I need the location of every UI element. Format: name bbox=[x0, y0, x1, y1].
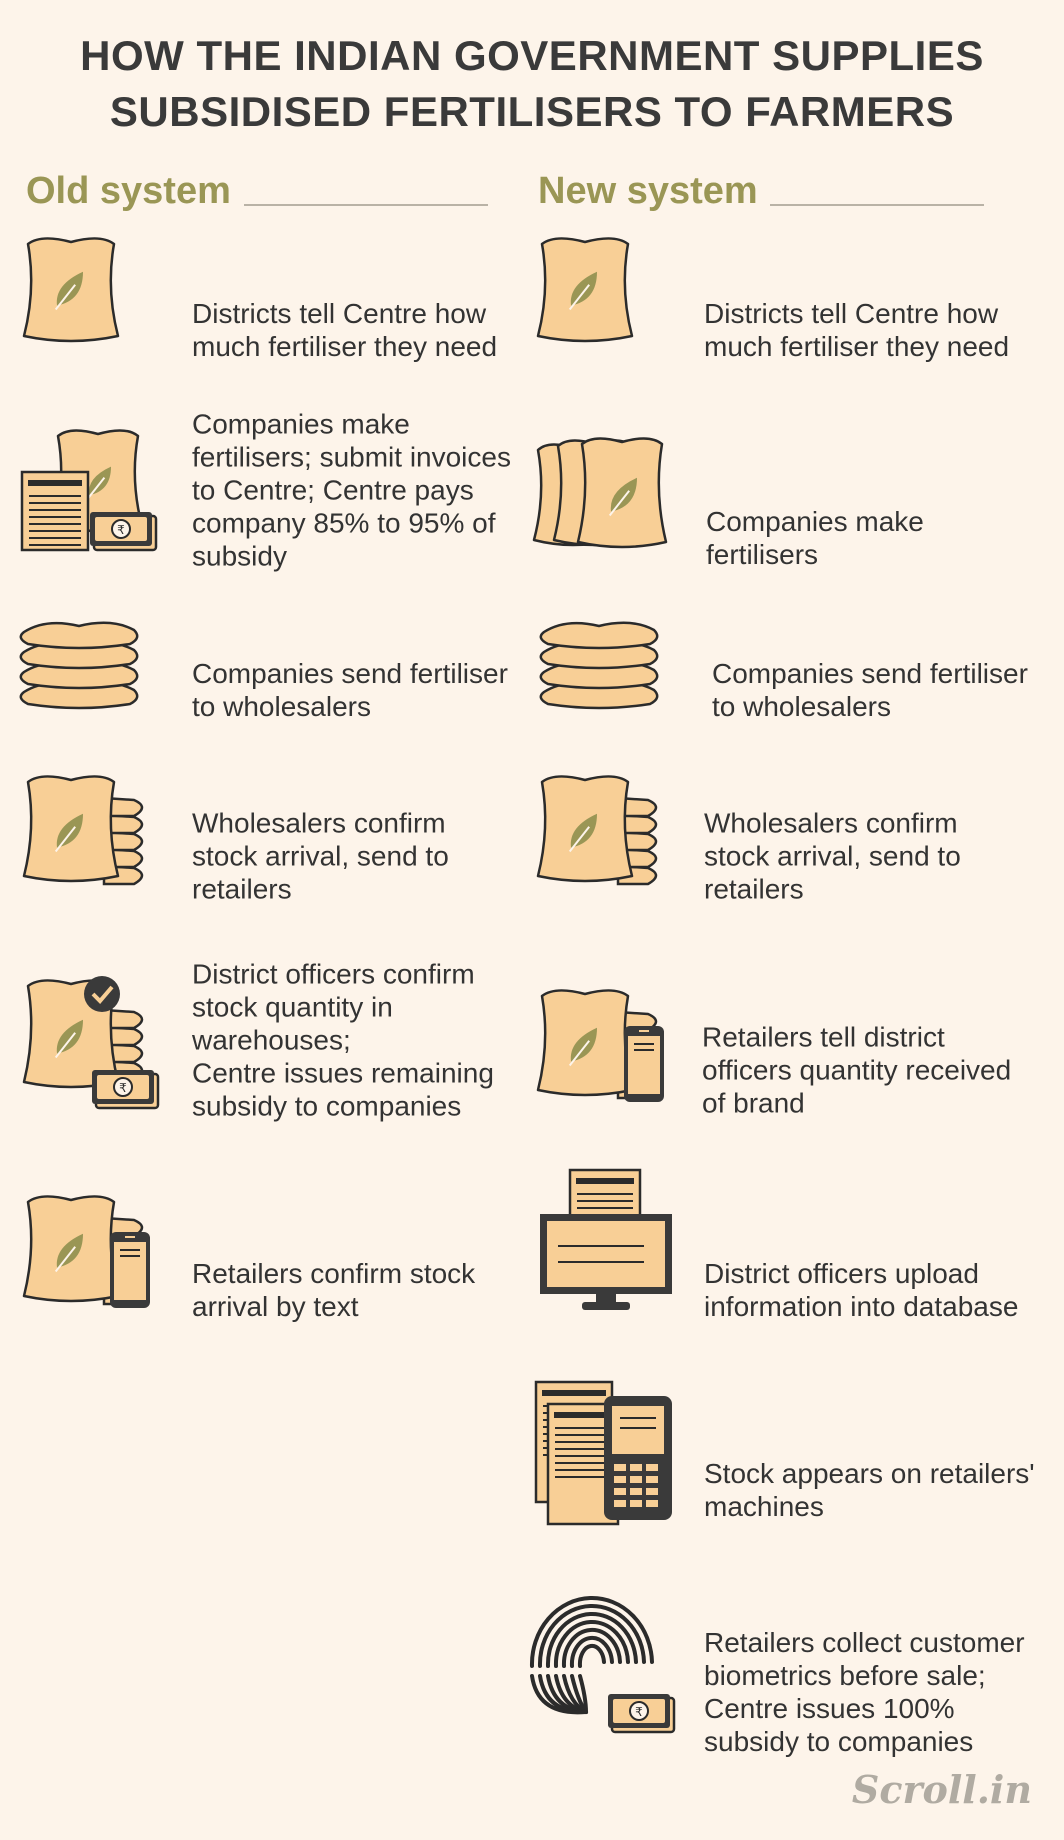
step-text-line: much fertiliser they need bbox=[192, 331, 498, 362]
step-text-line: to Centre; Centre pays bbox=[192, 474, 474, 506]
step-text-line: retailers bbox=[704, 873, 804, 905]
step-text-line: stock quantity in bbox=[192, 991, 393, 1023]
step-text-line: arrival by text bbox=[192, 1291, 359, 1322]
invoice-and-money-icon: ₹ bbox=[18, 424, 158, 559]
step-text-line: District officers upload bbox=[704, 1258, 979, 1289]
step-text-line: Districts tell Centre how bbox=[192, 298, 487, 329]
step-text-line: fertilisers bbox=[706, 539, 819, 570]
sack-with-stack-icon bbox=[532, 770, 672, 905]
svg-text:₹: ₹ bbox=[119, 1081, 127, 1095]
step-text-line: Retailers collect customer bbox=[704, 1627, 1025, 1658]
step-text-line: fertilisers; submit invoices bbox=[192, 441, 511, 473]
sack-with-phone-icon bbox=[18, 1190, 158, 1325]
step-text-line: to wholesalers bbox=[712, 691, 891, 722]
step-text-line: Districts tell Centre how bbox=[704, 298, 999, 329]
brand-logo: Scroll.in bbox=[851, 1767, 1032, 1812]
svg-text:₹: ₹ bbox=[117, 523, 125, 537]
fertiliser-sack-icon bbox=[532, 232, 642, 357]
step-text-line: Retailers tell district bbox=[702, 1021, 945, 1053]
new-system-divider bbox=[770, 204, 984, 206]
step-text-line: District officers confirm bbox=[192, 958, 475, 990]
computer-monitor-icon bbox=[534, 1166, 674, 1321]
multiple-sacks-icon bbox=[532, 434, 672, 569]
step-text-line: machines bbox=[704, 1491, 824, 1522]
step-text-line: Companies make bbox=[192, 408, 410, 440]
fingerprint-money-icon: ₹ bbox=[529, 1594, 682, 1739]
stacked-sacks-icon bbox=[538, 612, 668, 727]
step-text-line: Retailers confirm stock bbox=[192, 1258, 476, 1289]
new-system-heading: New system bbox=[538, 170, 758, 212]
step-text-line: Companies send fertiliser bbox=[192, 658, 508, 689]
new_system-step-7-text: Stock appears on retailers'machines bbox=[704, 1457, 1035, 1523]
step-text-line: stock arrival, send to bbox=[192, 840, 449, 872]
step-text-line: of brand bbox=[702, 1087, 805, 1119]
step-text-line: company 85% to 95% of bbox=[192, 507, 496, 539]
old-system-divider bbox=[244, 204, 488, 206]
step-text-line: retailers bbox=[192, 873, 292, 905]
step-text-line: to wholesalers bbox=[192, 691, 371, 722]
sack-with-phone-icon bbox=[532, 984, 672, 1119]
step-text-line: much fertiliser they need bbox=[704, 331, 1010, 362]
step-text-line: Companies send fertiliser bbox=[712, 658, 1028, 689]
step-text-line: Stock appears on retailers' bbox=[704, 1458, 1035, 1489]
step-text-line: warehouses; bbox=[192, 1024, 351, 1056]
sack-with-stack-icon bbox=[18, 770, 158, 905]
step-text-line: stock arrival, send to bbox=[704, 840, 961, 872]
fertiliser-sack-icon bbox=[18, 232, 128, 357]
verified-stock-money-icon: ₹ bbox=[18, 970, 160, 1115]
new_system-step-7: Stock appears on retailers'machines bbox=[0, 0, 1035, 1526]
old-system-heading: Old system bbox=[26, 170, 231, 212]
title-line-2: SUBSIDISED FERTILISERS TO FARMERS bbox=[109, 88, 955, 135]
step-text-line: officers quantity received bbox=[702, 1054, 1012, 1086]
stacked-sacks-icon bbox=[18, 612, 148, 727]
step-text-line: subsidy to companies bbox=[704, 1726, 974, 1757]
svg-text:₹: ₹ bbox=[635, 1705, 643, 1719]
pos-machine-icon bbox=[532, 1376, 682, 1531]
step-text-line: Centre issues 100% bbox=[704, 1693, 955, 1724]
title-line-1: HOW THE INDIAN GOVERNMENT SUPPLIES bbox=[80, 32, 984, 79]
step-text-line: Wholesalers confirm bbox=[704, 807, 958, 839]
step-text-line: Companies make bbox=[706, 506, 924, 537]
step-text-line: subsidy bbox=[192, 540, 287, 572]
step-text-line: Centre issues remaining bbox=[192, 1057, 494, 1089]
step-text-line: Wholesalers confirm bbox=[192, 807, 446, 839]
page-title: HOW THE INDIAN GOVERNMENT SUPPLIES SUBSI… bbox=[0, 28, 1064, 140]
step-text-line: information into database bbox=[704, 1291, 1019, 1322]
step-text-line: subsidy to companies bbox=[192, 1090, 462, 1122]
step-text-line: biometrics before sale; bbox=[704, 1660, 986, 1691]
